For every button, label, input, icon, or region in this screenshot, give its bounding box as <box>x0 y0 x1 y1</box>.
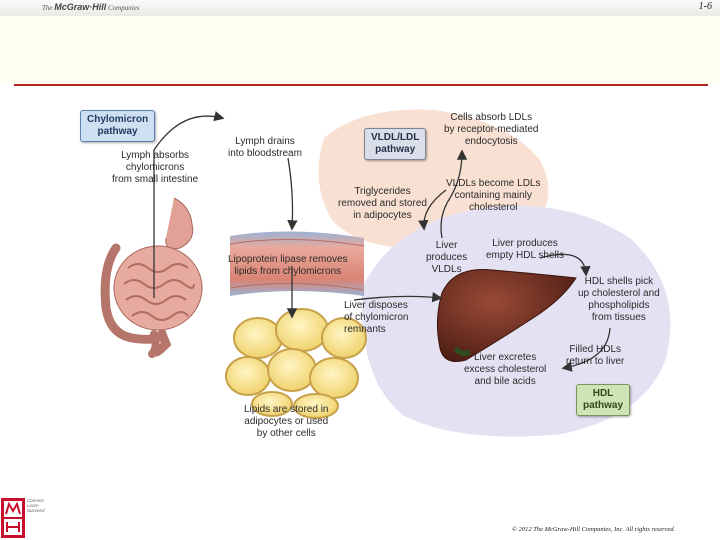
arrow-triglycerides <box>418 189 447 231</box>
label-filled-hdls: Filled HDLs return to liver <box>566 344 625 367</box>
label-liver-produces-hdl: Liver produces empty HDL shells <box>486 238 564 261</box>
brand-logo: The McGraw·Hill Companies <box>42 2 140 12</box>
label-cells-absorb: Cells absorb LDLs by receptor-mediated e… <box>444 112 539 147</box>
label-vldls-become: VLDLs become LDLs containing mainly chol… <box>446 178 541 213</box>
arrow-to-liver-remnants <box>353 292 443 303</box>
arrow-lymph-up <box>153 111 225 298</box>
liver-illustration <box>436 268 577 362</box>
figure-artwork <box>100 109 671 437</box>
label-liver-produces-vldl: Liver produces VLDLs <box>426 240 468 275</box>
logo-tagline: Connect Learn Succeed <box>27 498 45 513</box>
arrow-filled-hdl <box>561 327 611 372</box>
label-hdl-shells: HDL shells pick up cholesterol and phosp… <box>578 276 660 323</box>
small-intestine-illustration <box>100 197 203 358</box>
hdl-pathway-label: HDL pathway <box>576 384 631 416</box>
arrow-hdl-shells <box>539 253 591 277</box>
label-lymph-absorbs: Lymph absorbs chylomicrons from small in… <box>112 150 199 185</box>
copyright-notice: © 2012 The McGraw-Hill Companies, Inc. A… <box>512 526 676 533</box>
arrow-to-vessel <box>287 157 298 231</box>
label-lipids-stored: Lipids are stored in adipocytes or used … <box>244 404 329 439</box>
label-triglycerides: Triglycerides removed and stored in adip… <box>338 186 427 221</box>
chylomicron-pathway-label: Chylomicron pathway <box>80 110 156 142</box>
title-divider <box>14 84 708 86</box>
adipose-tissue-illustration <box>225 308 367 419</box>
title-area <box>0 16 720 84</box>
vldl-ldl-pathway-label: VLDL/LDL pathway <box>364 128 427 160</box>
arrow-vldl-up <box>440 149 468 239</box>
label-liver-disposes: Liver disposes of chylomicron remnants <box>344 300 409 335</box>
header-bar: The McGraw·Hill Companies 1-6 <box>0 0 720 16</box>
slide-number: 1-6 <box>698 1 712 12</box>
label-liver-excretes: Liver excretes excess cholesterol and bi… <box>464 352 547 387</box>
label-lymph-drains: Lymph drains into bloodstream <box>228 136 302 159</box>
mcgraw-hill-logo-icon <box>1 498 25 538</box>
blood-vessel-illustration <box>229 231 365 296</box>
label-lipoprotein-lipase: Lipoprotein lipase removes lipids from c… <box>228 254 348 277</box>
lipoprotein-pathways-figure: Chylomicron pathway VLDL/LDL pathway HDL… <box>62 98 682 443</box>
